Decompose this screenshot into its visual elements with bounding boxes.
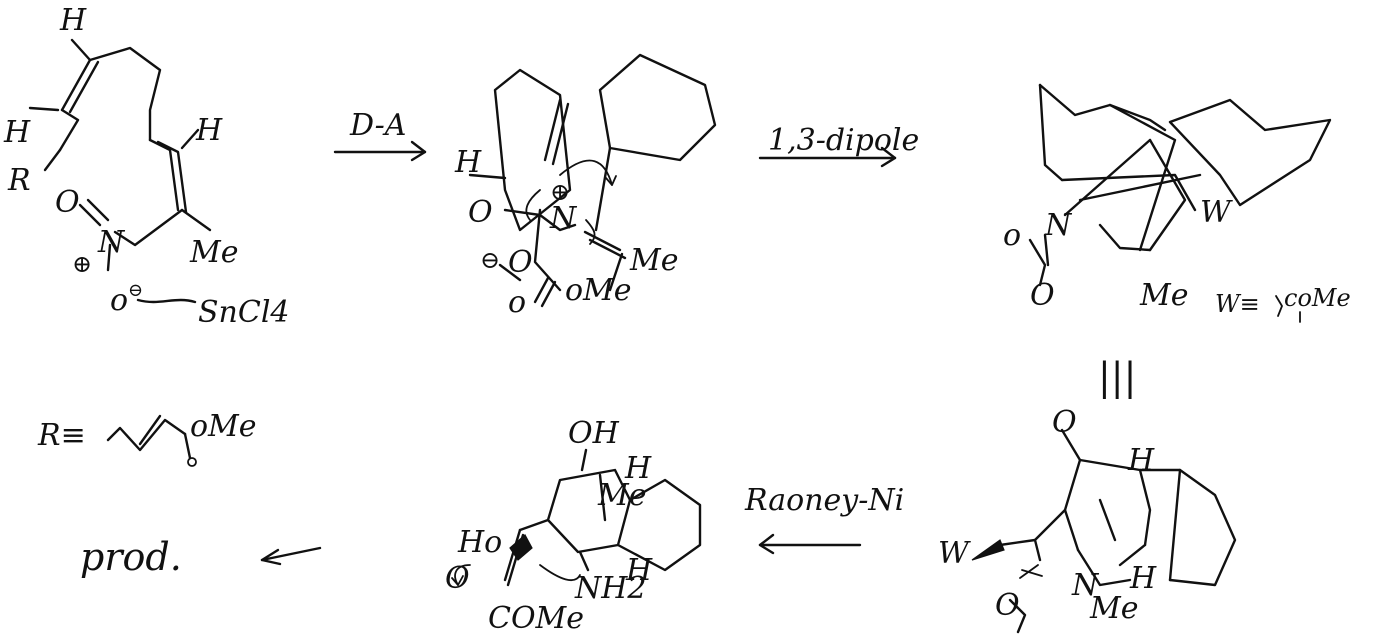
atom-h: H [454,145,482,180]
w-definition-label: W≡ [1215,290,1260,318]
atom-o: O [55,185,80,220]
amine-label: NH2 [574,571,647,606]
w-group-label: W [938,536,971,571]
arrow-diels-alder: D-A [333,108,427,162]
negative-charge-icon: ⊖ [128,280,143,301]
cycloadduct-structure: o N O Me W [1003,83,1332,313]
methyl-label: Me [629,243,678,278]
reagent-dipolar-cycloaddition: 1,3-dipole [768,123,919,158]
atom-h: H [3,115,31,150]
atom-o: O [468,195,493,230]
atom-o: O [445,561,470,596]
product-label: prod. [80,535,182,579]
arrow-raney-nickel: Raoney-Ni [744,483,904,555]
w-group-value: coMe [1284,284,1351,312]
atom-n: N [1044,208,1073,243]
atom-h: H [1127,443,1155,478]
atom-h: H [195,113,223,148]
atom-h: H [59,3,87,38]
methyl-label: Me [189,235,238,270]
cycloadduct-redrawn-structure: O H H W N O Me [938,405,1237,634]
atom-n: N [1071,568,1100,603]
negative-charge-icon: ⊖ [480,246,500,274]
equivalence-mark: ||| [1098,355,1136,399]
methyl-label: Me [597,478,646,513]
atom-o: O [1030,278,1055,313]
reagent-diels-alder: D-A [349,108,406,143]
w-group-definition: W≡ coMe [1215,284,1351,323]
atom-r: R [7,163,31,198]
r-group-definition: R≡ oMe [37,409,257,467]
starting-material-structure: H H R H O N ⊕ o ⊖ SnCl4 Me [3,3,290,330]
methyl-label: Me [1089,591,1138,626]
atom-o: o [110,283,128,318]
atom-h: H [625,553,653,588]
atom-h: H [624,451,652,486]
arrow-dipolar-cycloaddition: 1,3-dipole [758,123,919,168]
sncl4-label: SnCl4 [198,295,290,330]
amino-alcohol-structure: OH H Me Ho O H NH2 COMe [445,416,702,636]
atom-o: O [508,245,533,280]
nitronate-intermediate-structure: H O ⊖ O ⊕ N Me o oMe [454,53,717,320]
atom-o: o [508,285,526,320]
methyl-ester-label: oMe [565,273,632,308]
r-definition-label: R≡ [37,418,86,453]
w-group-label: W [1200,195,1233,230]
atom-n: N [549,201,578,236]
hydroxy-label: Ho [457,525,502,560]
atom-n: N [97,225,126,260]
atom-o: O [995,588,1020,623]
atom-o: O [1052,405,1077,440]
positive-charge-icon: ⊕ [550,178,570,206]
methyl-ester-label: COMe [488,601,584,636]
arrow-to-product [260,546,322,566]
r-ester-label: oMe [190,409,257,444]
methyl-label: Me [1139,278,1188,313]
hydroxyl-label: OH [568,416,620,451]
atom-o: o [1003,218,1021,253]
reagent-raney-nickel: Raoney-Ni [744,483,904,518]
atom-h: H [1129,561,1157,596]
positive-charge-icon: ⊕ [72,250,92,278]
